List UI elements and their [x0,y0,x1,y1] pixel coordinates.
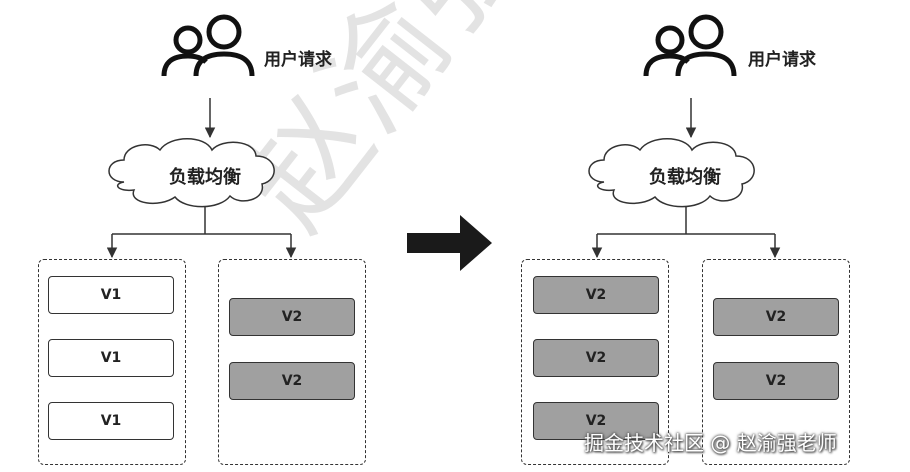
load-balancer-label: 负载均衡 [169,167,241,188]
credit-watermark: 掘金技术社区 @ 赵渝强老师 [584,431,837,455]
server-node: V2 [713,362,839,400]
users-icon-right [643,14,737,77]
server-node: V2 [533,339,659,377]
server-node: V2 [533,276,659,314]
server-node: V2 [229,298,355,336]
server-group-1-right [521,259,669,465]
server-node: V2 [713,298,839,336]
user-request-label-right: 用户请求 [748,50,816,70]
server-node: V2 [533,402,659,440]
server-node: V1 [48,276,174,314]
load-balancer-label-right: 负载均衡 [649,167,721,188]
server-node: V1 [48,339,174,377]
server-group-2 [218,259,366,465]
load-balancer-cloud-right [588,138,755,208]
server-node: V1 [48,402,174,440]
user-request-label: 用户请求 [264,50,332,70]
load-balancer-cloud [108,138,275,208]
server-node: V2 [229,362,355,400]
users-icon [161,14,255,77]
transition-arrow-icon [407,215,492,271]
server-group-1 [38,259,186,465]
server-group-2-right [702,259,850,465]
